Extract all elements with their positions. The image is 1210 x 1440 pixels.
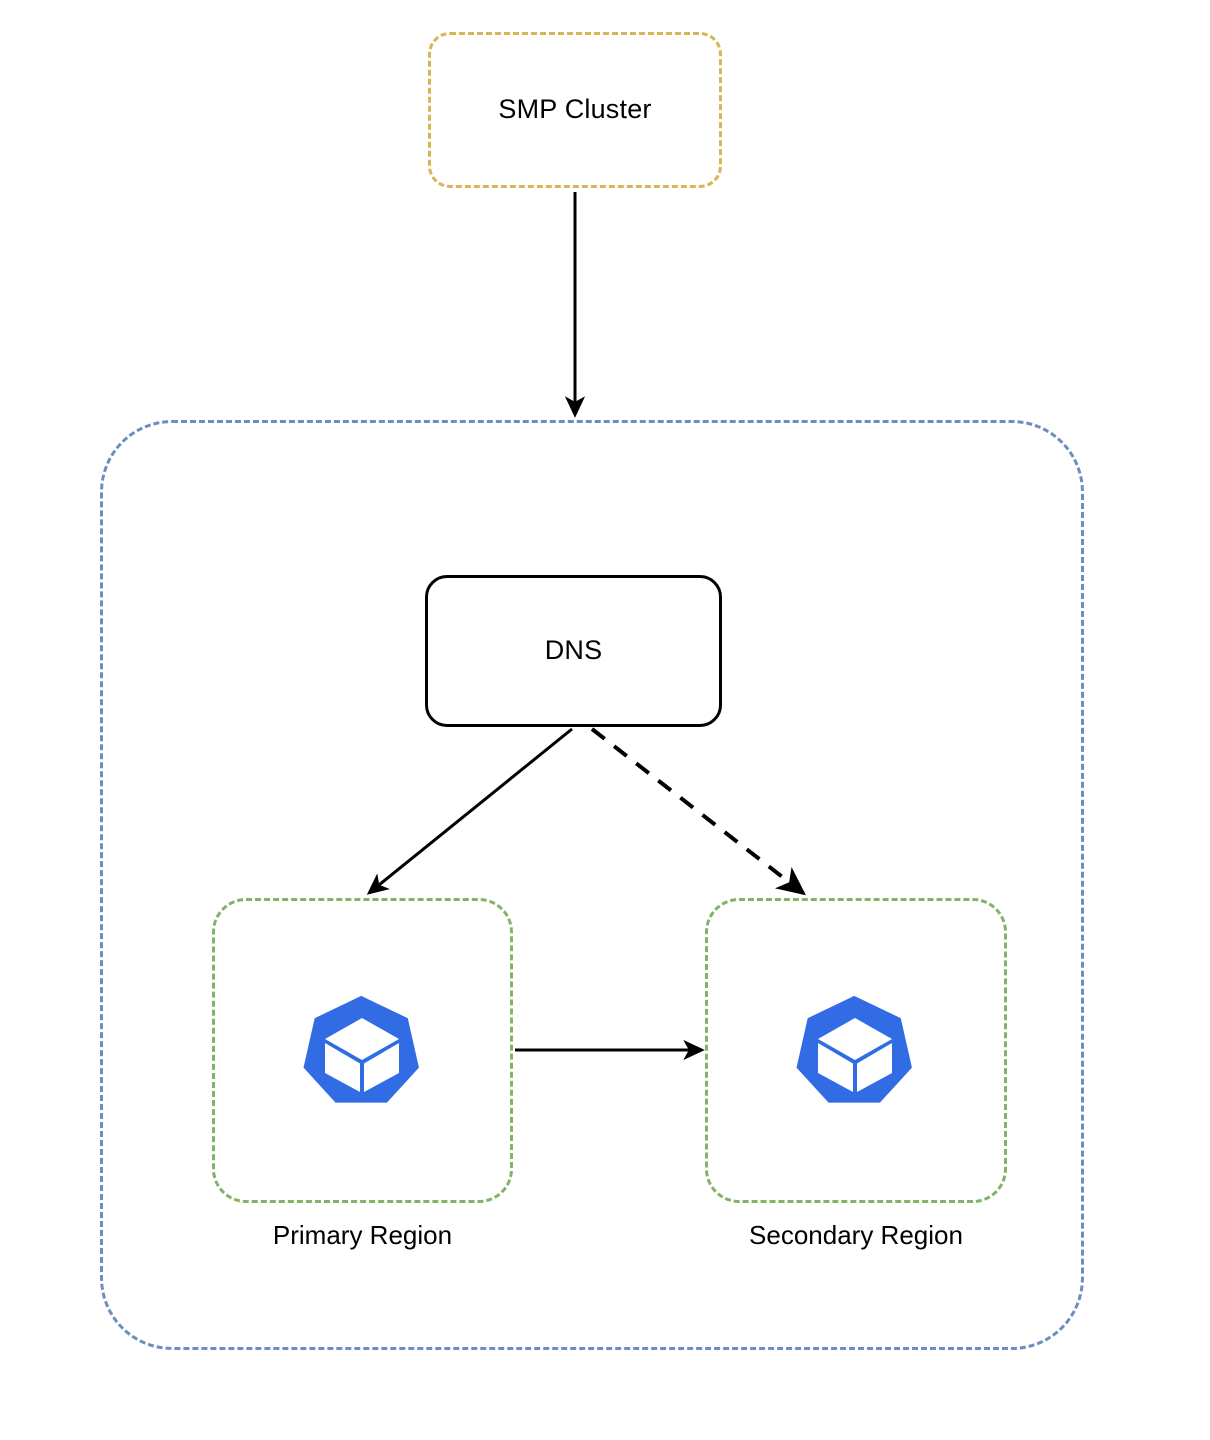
dns-node[interactable]: DNS: [425, 575, 722, 727]
smp-cluster-node[interactable]: SMP Cluster: [428, 32, 722, 188]
primary-region-group[interactable]: [212, 898, 513, 1203]
dns-label: DNS: [544, 635, 603, 666]
smp-cluster-label: SMP Cluster: [498, 94, 652, 125]
primary-region-label: Primary Region: [272, 1220, 453, 1250]
secondary-region-label: Secondary Region: [749, 1220, 963, 1250]
kubernetes-icon: [796, 995, 912, 1103]
platform-boundary-group[interactable]: [100, 420, 1084, 1350]
kubernetes-icon: [303, 995, 419, 1103]
secondary-region-group[interactable]: [705, 898, 1007, 1203]
